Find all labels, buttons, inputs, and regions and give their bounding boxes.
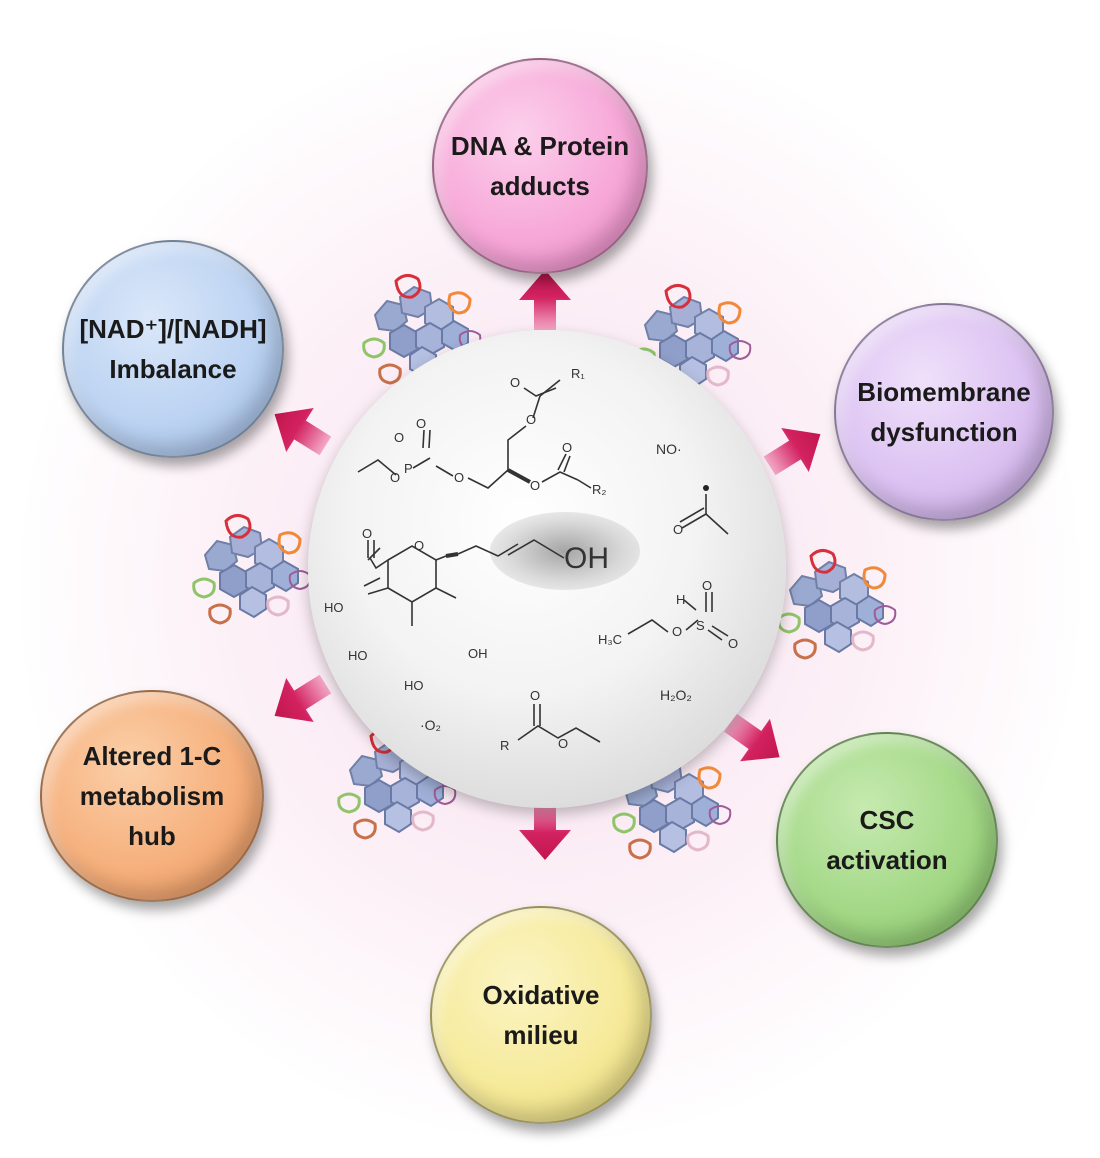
- chem-o: O: [702, 578, 712, 593]
- chem-o: O: [416, 416, 426, 431]
- chem-o: O: [414, 538, 424, 553]
- chem-r: R: [500, 738, 509, 753]
- chem-oh: OH: [468, 646, 488, 661]
- chem-o: O: [728, 636, 738, 651]
- chem-p: P: [404, 461, 413, 476]
- radical-dot: [703, 485, 709, 491]
- chem-o: O: [394, 430, 404, 445]
- chem-r2: R₂: [592, 482, 606, 497]
- chem-o: O: [530, 478, 540, 493]
- chem-h: H: [676, 592, 685, 607]
- chem-r1: R₁: [571, 366, 585, 381]
- chem-o: O: [510, 375, 520, 390]
- chemical-structures: P O O O O O O R₁ O O R₂ O HO O HO HO OH …: [324, 366, 738, 753]
- chem-s: S: [696, 618, 705, 633]
- chem-o: O: [562, 440, 572, 455]
- arrow-up: [519, 270, 571, 330]
- chem-o: O: [454, 470, 464, 485]
- ethanol-formula: OH: [564, 542, 609, 575]
- chem-o: O: [530, 688, 540, 703]
- arrow-down: [519, 800, 571, 860]
- chem-ho: HO: [324, 600, 344, 615]
- chem-o: O: [362, 526, 372, 541]
- chem-o: O: [673, 522, 683, 537]
- chem-o: O: [558, 736, 568, 751]
- chem-o: O: [526, 412, 536, 427]
- hydrogen-peroxide-label: H₂O₂: [660, 687, 692, 703]
- chem-o: O: [390, 470, 400, 485]
- superoxide-label: ·O₂: [420, 717, 441, 733]
- chem-methyl: H₃C: [598, 632, 622, 647]
- node-nad-imbalance: [NAD⁺]/[NADH]Imbalance: [62, 240, 284, 458]
- nitric-oxide-label: NO·: [656, 441, 682, 457]
- chem-ho: HO: [348, 648, 368, 663]
- chem-o: O: [672, 624, 682, 639]
- chem-ho: HO: [404, 678, 424, 693]
